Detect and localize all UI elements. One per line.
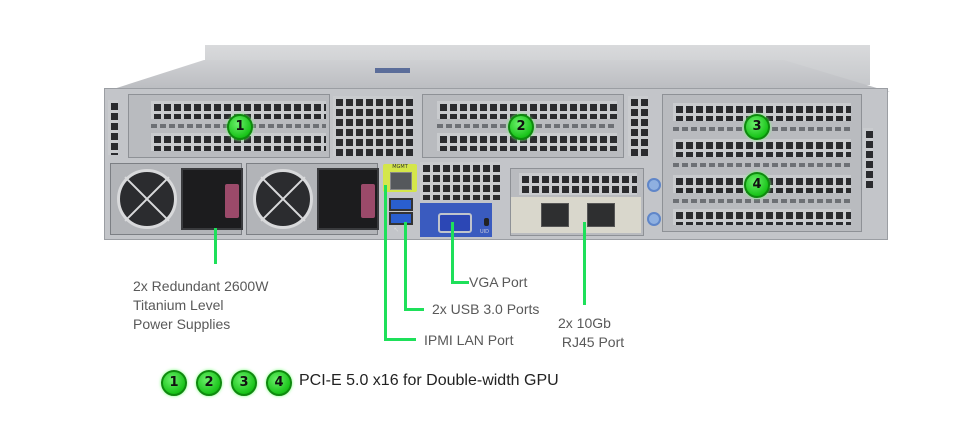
ipmi-lan-port[interactable] xyxy=(390,172,412,190)
rj45-bracket xyxy=(511,197,641,233)
slot-3-4-divider xyxy=(673,163,851,167)
psu-2-release-latch[interactable] xyxy=(361,184,375,218)
slot-1-vent-bottom xyxy=(151,133,326,151)
psu-2-fan-icon xyxy=(253,169,313,229)
psu-callout-line xyxy=(214,228,217,264)
usb-callout-line-v xyxy=(404,222,407,311)
psu-1-release-latch[interactable] xyxy=(225,184,239,218)
thumbscrew-2[interactable] xyxy=(647,212,661,226)
legend-text: PCI-E 5.0 x16 for Double-width GPU xyxy=(299,372,559,389)
slot-3-vent-top xyxy=(673,103,851,121)
ipmi-callout-line-v xyxy=(384,185,387,340)
ipmi-callout-line-h xyxy=(384,338,416,341)
usb-icon: ⭦ xyxy=(394,226,399,234)
usb-callout-line-h xyxy=(404,308,424,311)
legend-badge-1: 1 xyxy=(161,370,187,396)
psu-2-power-socket xyxy=(317,168,379,230)
psu-label-line-3: Power Supplies xyxy=(133,316,231,332)
lan-label-line-2: RJ45 Port xyxy=(558,334,625,350)
usb-port-1[interactable] xyxy=(389,198,413,211)
lan-label-line-1: 2x 10Gb xyxy=(558,315,611,331)
usb-callout-label: 2x USB 3.0 Ports xyxy=(432,301,540,317)
lan-card-vent xyxy=(519,173,637,195)
lan-callout-label: 2x 10Gb RJ45 Port xyxy=(558,314,624,352)
uid-label: UID xyxy=(480,229,489,235)
psu-1-fan-icon xyxy=(117,169,177,229)
center-vent xyxy=(333,96,413,156)
usb-port-2[interactable] xyxy=(389,212,413,225)
right-vent xyxy=(863,128,873,188)
chassis-top-tab xyxy=(375,68,410,73)
legend-badge-3: 3 xyxy=(231,370,257,396)
lan-card xyxy=(510,168,644,236)
legend-badge-4: 4 xyxy=(266,370,292,396)
vga-port[interactable] xyxy=(438,213,472,233)
rj45-port-1[interactable] xyxy=(541,203,569,227)
left-vent xyxy=(108,100,118,155)
slot-1-vent-top xyxy=(151,101,326,119)
mgmt-label: MGMT xyxy=(392,164,408,170)
vga-callout-label: VGA Port xyxy=(469,274,528,290)
mgmt-port-highlight: MGMT xyxy=(383,164,417,192)
slot-4-vent-bottom xyxy=(673,209,851,225)
vga-callout-line-v xyxy=(451,222,454,283)
chassis-bevel xyxy=(104,60,890,92)
legend-badge-2: 2 xyxy=(196,370,222,396)
vga-callout-line-h xyxy=(451,281,469,284)
uid-button[interactable] xyxy=(484,218,489,226)
psu-label-line-2: Titanium Level xyxy=(133,297,224,313)
slot-badge-3: 3 xyxy=(744,114,770,140)
power-supply-2 xyxy=(246,163,379,235)
slot-3-vent-bottom xyxy=(673,139,851,157)
power-supply-1 xyxy=(110,163,243,235)
slot-4-divider xyxy=(673,199,851,203)
thumbscrew-1[interactable] xyxy=(647,178,661,192)
slot-badge-4: 4 xyxy=(744,172,770,198)
lan-callout-line xyxy=(583,222,586,305)
right-center-vent xyxy=(628,96,648,156)
slot-badge-2: 2 xyxy=(508,114,534,140)
vga-panel: UID xyxy=(420,203,492,237)
psu-callout-label: 2x Redundant 2600W Titanium Level Power … xyxy=(133,277,268,334)
slot-2-vent-top xyxy=(437,101,617,119)
ipmi-callout-label: IPMI LAN Port xyxy=(424,332,514,348)
slot-badge-1: 1 xyxy=(227,114,253,140)
psu-label-line-1: 2x Redundant 2600W xyxy=(133,278,269,294)
rj45-port-2[interactable] xyxy=(587,203,615,227)
io-vent xyxy=(420,162,500,200)
slot-2-vent-bottom xyxy=(437,133,617,151)
